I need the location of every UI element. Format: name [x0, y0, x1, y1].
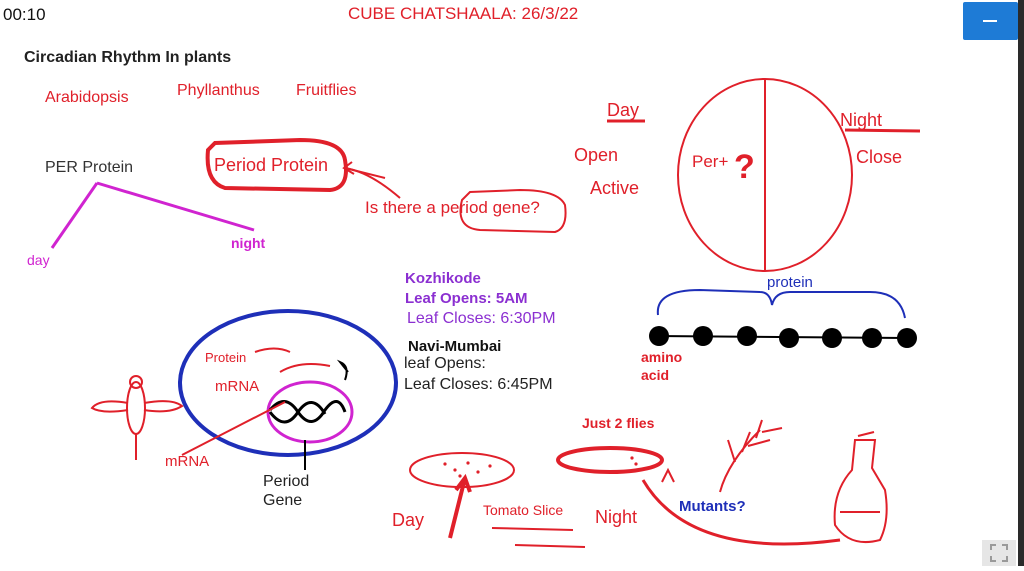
- protein-chain-label: protein: [767, 274, 813, 291]
- flask-drawing: [833, 431, 888, 544]
- expand-icon: [990, 544, 1008, 562]
- leaf-closes-navi-mumbai: Leaf Closes: 6:45PM: [404, 376, 553, 393]
- active-label: Active: [590, 178, 640, 198]
- night-left-label: night: [231, 235, 266, 251]
- organism-phyllanthus: Phyllanthus: [177, 82, 260, 99]
- protein-brace: [656, 288, 906, 319]
- leaf-closes-kozhikode: Leaf Closes: 6:30PM: [407, 310, 556, 327]
- session-title: CUBE CHATSHAALA: 26/3/22: [348, 4, 579, 23]
- night-bottom-label: Night: [595, 507, 638, 527]
- per-plus-label: Per+: [692, 152, 729, 171]
- day-bottom-label: Day: [392, 510, 425, 530]
- plant-sprig-drawing: [719, 419, 783, 493]
- period-gene-question: Is there a period gene?: [365, 198, 540, 217]
- cell-outline: [178, 309, 398, 457]
- expand-button[interactable]: [982, 540, 1016, 566]
- mutants-label: Mutants?: [679, 498, 746, 515]
- close-label: Close: [856, 147, 903, 167]
- period-protein-label: Period Protein: [214, 155, 329, 175]
- night-label: Night: [840, 110, 883, 130]
- open-label: Open: [574, 145, 619, 165]
- just-2-flies-label: Just 2 flies: [582, 415, 655, 431]
- minimize-button[interactable]: [963, 2, 1018, 40]
- leaf-opens-navi-mumbai: leaf Opens:: [404, 355, 486, 372]
- day-night-circle: [677, 78, 853, 272]
- period-gene-label: Period Gene: [263, 473, 310, 510]
- window-edge: [1018, 0, 1024, 566]
- period-protein-circle: [205, 137, 348, 193]
- fruitfly-drawing: [90, 375, 184, 460]
- night-line: [96, 181, 255, 232]
- day-label: Day: [607, 100, 640, 120]
- mrna-cell-label: mRNA: [215, 378, 260, 395]
- kozhikode-label: Kozhikode: [405, 270, 481, 287]
- question-mark: ?: [734, 148, 755, 186]
- session-timer: 00:10: [3, 5, 46, 24]
- period-gene-circle: [459, 188, 567, 234]
- petri-dish-night: [556, 446, 664, 474]
- organism-fruitflies: Fruitflies: [296, 82, 357, 99]
- navi-mumbai-label: Navi-Mumbai: [408, 338, 502, 355]
- amino-acid-chain: [649, 326, 917, 348]
- amino-acid-label: amino acid: [641, 349, 683, 383]
- nucleus-outline: [266, 380, 354, 444]
- tomato-slice-label: Tomato Slice: [483, 502, 564, 518]
- board-heading: Circadian Rhythm In plants: [24, 49, 232, 66]
- leaf-opens-kozhikode: Leaf Opens: 5AM: [405, 290, 528, 307]
- minimize-icon: [983, 20, 997, 22]
- per-protein-label: PER Protein: [45, 159, 134, 176]
- organism-arabidopsis: Arabidopsis: [45, 89, 129, 106]
- day-line: [50, 182, 99, 249]
- day-left-label: day: [27, 252, 50, 268]
- protein-cell-label: Protein: [205, 350, 247, 365]
- mrna-lower-label: mRNA: [165, 453, 210, 470]
